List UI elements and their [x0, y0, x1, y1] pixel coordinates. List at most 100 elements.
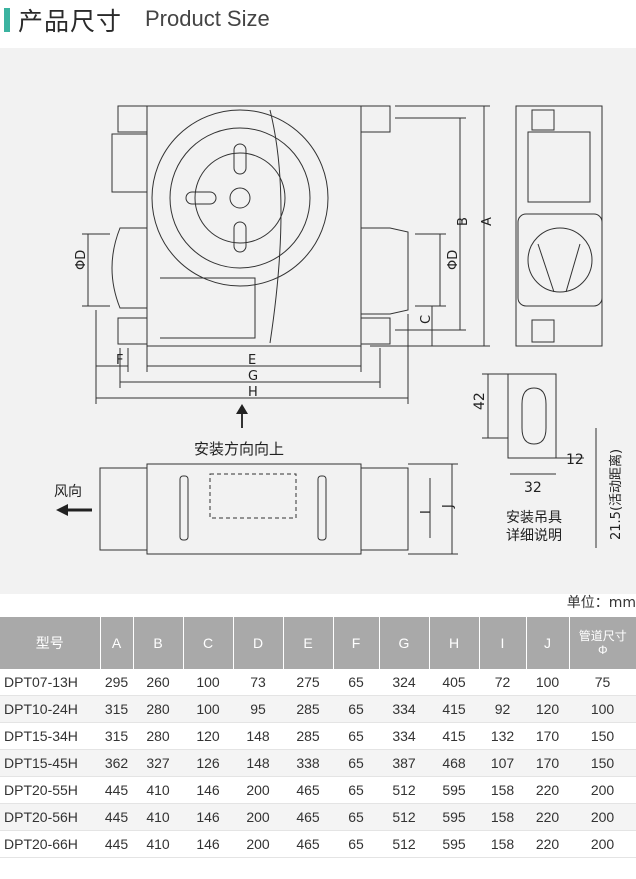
impeller-inner	[194, 152, 286, 244]
label-j: J	[441, 504, 456, 509]
value-cell: 65	[333, 669, 379, 696]
value-cell: 285	[283, 695, 333, 723]
top-housing	[146, 463, 362, 555]
label-h: H	[248, 385, 258, 400]
value-cell: 465	[283, 830, 333, 858]
value-cell: 107	[479, 749, 526, 777]
value-cell: 595	[429, 776, 479, 804]
value-cell: 100	[526, 669, 569, 696]
label-f: F	[116, 353, 123, 368]
value-cell: 334	[379, 722, 429, 750]
col-header: D	[233, 617, 284, 669]
col-header: C	[183, 617, 234, 669]
top-duct-right	[360, 467, 409, 551]
value-cell: 150	[569, 722, 636, 750]
label-42: 42	[472, 392, 488, 410]
col-header: J	[526, 617, 570, 669]
section-header: 产品尺寸 Product Size	[0, 0, 636, 40]
value-cell: 65	[333, 749, 379, 777]
model-cell: DPT10-24H	[0, 695, 100, 723]
value-cell: 334	[379, 695, 429, 723]
hanger-note-2: 详细说明	[506, 528, 562, 544]
value-cell: 324	[379, 669, 429, 696]
value-cell: 220	[526, 830, 569, 858]
value-cell: 468	[429, 749, 479, 777]
impeller-hub	[229, 187, 251, 209]
value-cell: 120	[183, 722, 233, 750]
motor-base	[160, 277, 256, 339]
col-header: G	[379, 617, 430, 669]
bracket-bottom-right	[360, 317, 391, 345]
value-cell: 132	[479, 722, 526, 750]
value-cell: 126	[183, 749, 233, 777]
value-cell: 100	[183, 695, 233, 723]
duct-collar-left	[111, 227, 147, 309]
size-table: 型号 A B C D E F G H I J 管道尺寸 Φ DPT07-13H 2…	[0, 617, 636, 858]
value-cell: 65	[333, 776, 379, 804]
value-cell: 146	[183, 776, 233, 804]
value-cell: 595	[429, 830, 479, 858]
col-header-pipe: 管道尺寸 Φ	[569, 617, 636, 669]
col-header: F	[333, 617, 380, 669]
install-up-arrow	[236, 404, 248, 414]
value-cell: 415	[429, 722, 479, 750]
value-cell: 405	[429, 669, 479, 696]
value-cell: 72	[479, 669, 526, 696]
side-view	[515, 105, 603, 347]
value-cell: 73	[233, 669, 283, 696]
top-duct-left	[99, 467, 148, 551]
model-cell: DPT20-55H	[0, 776, 100, 804]
label-c: C	[419, 315, 434, 324]
value-cell: 410	[133, 776, 183, 804]
impeller-outer	[151, 109, 329, 287]
value-cell: 200	[233, 776, 283, 804]
value-cell: 148	[233, 749, 283, 777]
value-cell: 170	[526, 722, 569, 750]
value-cell: 65	[333, 695, 379, 723]
value-cell: 387	[379, 749, 429, 777]
value-cell: 315	[100, 722, 133, 750]
impeller-slot-bottom	[233, 221, 247, 253]
model-cell: DPT20-56H	[0, 803, 100, 831]
hanger-plate	[507, 373, 557, 459]
side-outlet	[517, 213, 603, 307]
airflow-arrow-icon	[56, 504, 68, 516]
value-cell: 445	[100, 830, 133, 858]
side-housing	[515, 105, 603, 347]
hanger-labels: 42 12 32 21.5(活动距离) 安装吊具 详细说明	[472, 392, 624, 544]
table-header-row: 型号 A B C D E F G H I J 管道尺寸 Φ	[0, 617, 636, 669]
value-cell: 92	[479, 695, 526, 723]
col-header: E	[283, 617, 334, 669]
col-header: B	[133, 617, 184, 669]
install-direction-note: 安装方向向上	[194, 440, 284, 458]
top-labels: 安装方向向上 风向 I J	[54, 440, 456, 514]
value-cell: 158	[479, 803, 526, 831]
value-cell: 120	[526, 695, 569, 723]
value-cell: 220	[526, 776, 569, 804]
value-cell: 327	[133, 749, 183, 777]
value-cell: 170	[526, 749, 569, 777]
label-i: I	[419, 510, 434, 514]
value-cell: 158	[479, 776, 526, 804]
value-cell: 285	[283, 722, 333, 750]
front-junction-box	[111, 133, 148, 193]
value-cell: 512	[379, 830, 429, 858]
value-cell: 158	[479, 830, 526, 858]
pipe-header-line1: 管道尺寸	[578, 629, 627, 643]
value-cell: 280	[133, 695, 183, 723]
model-cell: DPT07-13H	[0, 669, 100, 696]
airflow-label: 风向	[54, 484, 82, 500]
value-cell: 465	[283, 776, 333, 804]
bracket-top-left	[117, 105, 148, 133]
hanger-detail	[482, 373, 597, 548]
value-cell: 200	[569, 776, 636, 804]
label-e: E	[248, 353, 256, 368]
hanger-slot	[521, 387, 547, 445]
value-cell: 200	[233, 803, 283, 831]
front-dim-labels: ΦD ΦD B A C F E G H	[74, 217, 495, 400]
col-header: H	[429, 617, 480, 669]
value-cell: 150	[569, 749, 636, 777]
scroll-curve	[269, 109, 282, 344]
